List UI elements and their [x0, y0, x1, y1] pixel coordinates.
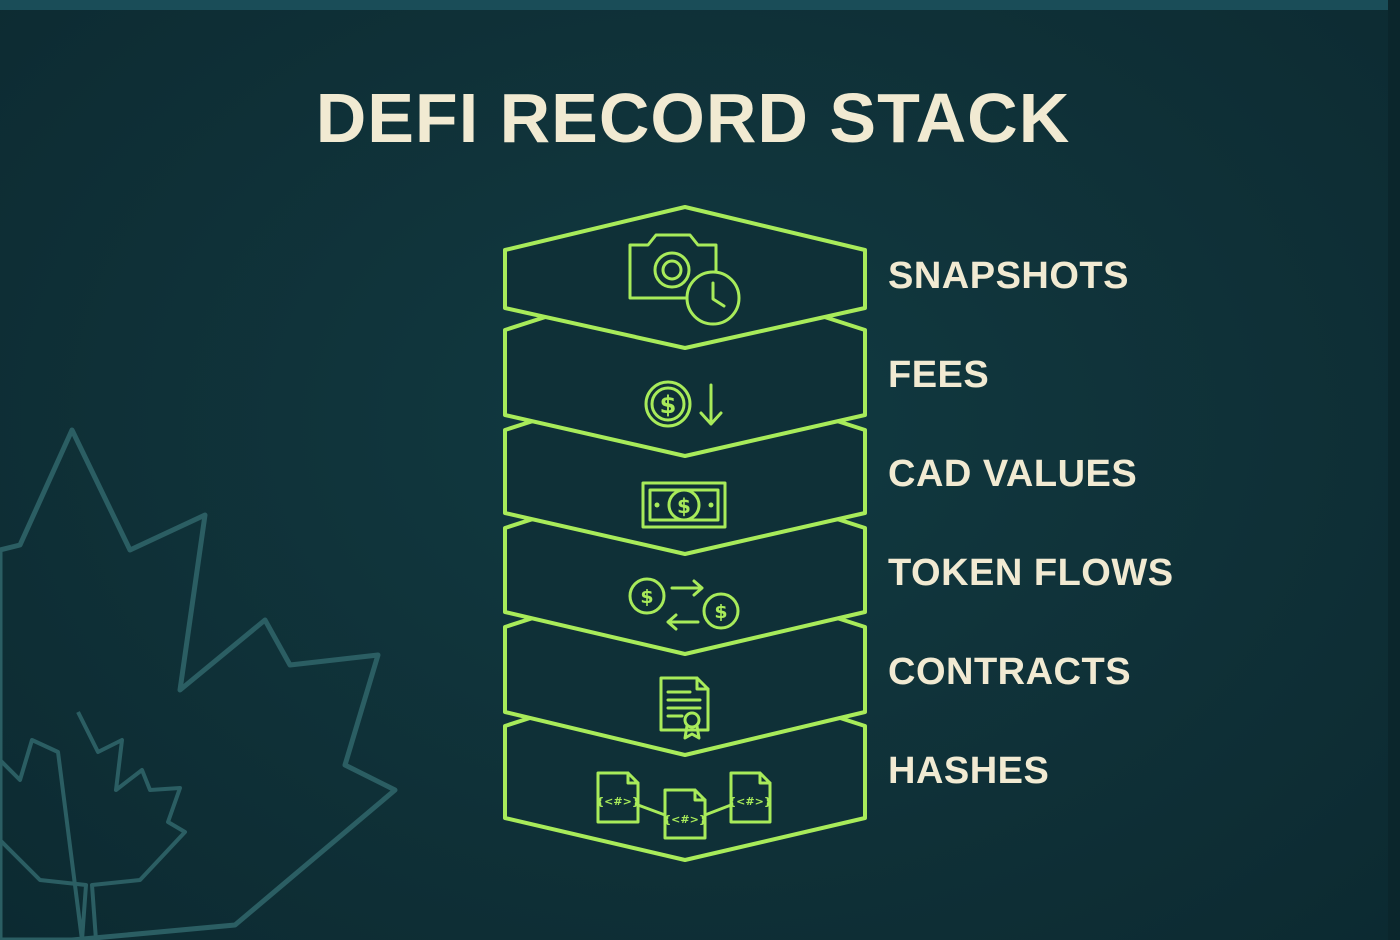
page-title: DEFI RECORD STACK [315, 79, 1071, 157]
banknote-icon: $ [641, 481, 727, 529]
layer-label-cad-values: CAD VALUES [888, 453, 1138, 495]
linked-hash-files-icon: {<#>} {<#>} {<#>} [596, 771, 772, 840]
code-glyph: {<#>} [663, 813, 706, 826]
dollar-glyph: $ [660, 391, 677, 419]
right-border [1388, 0, 1400, 940]
layer-label-hashes: HASHES [888, 750, 1050, 792]
layer-label-token-flows: TOKEN FLOWS [888, 552, 1174, 594]
code-glyph: {<#>} [596, 795, 639, 808]
dollar-glyph: $ [714, 601, 727, 623]
maple-leaf-icon [0, 711, 187, 940]
code-glyph: {<#>} [728, 795, 771, 808]
dollar-glyph: $ [677, 494, 691, 518]
dollar-glyph: $ [640, 586, 653, 608]
dollar-down-arrow-icon: $ [644, 380, 723, 428]
token-exchange-icon: $ $ [628, 577, 740, 631]
layer-label-fees: FEES [888, 354, 990, 396]
layer-label-snapshots: SNAPSHOTS [888, 255, 1129, 297]
certificate-document-icon [659, 676, 710, 740]
top-border [0, 0, 1400, 10]
maple-leaf-icon [0, 427, 398, 940]
camera-clock-icon [628, 233, 741, 326]
layer-label-contracts: CONTRACTS [888, 651, 1132, 693]
layer-1-snapshots [503, 205, 867, 350]
